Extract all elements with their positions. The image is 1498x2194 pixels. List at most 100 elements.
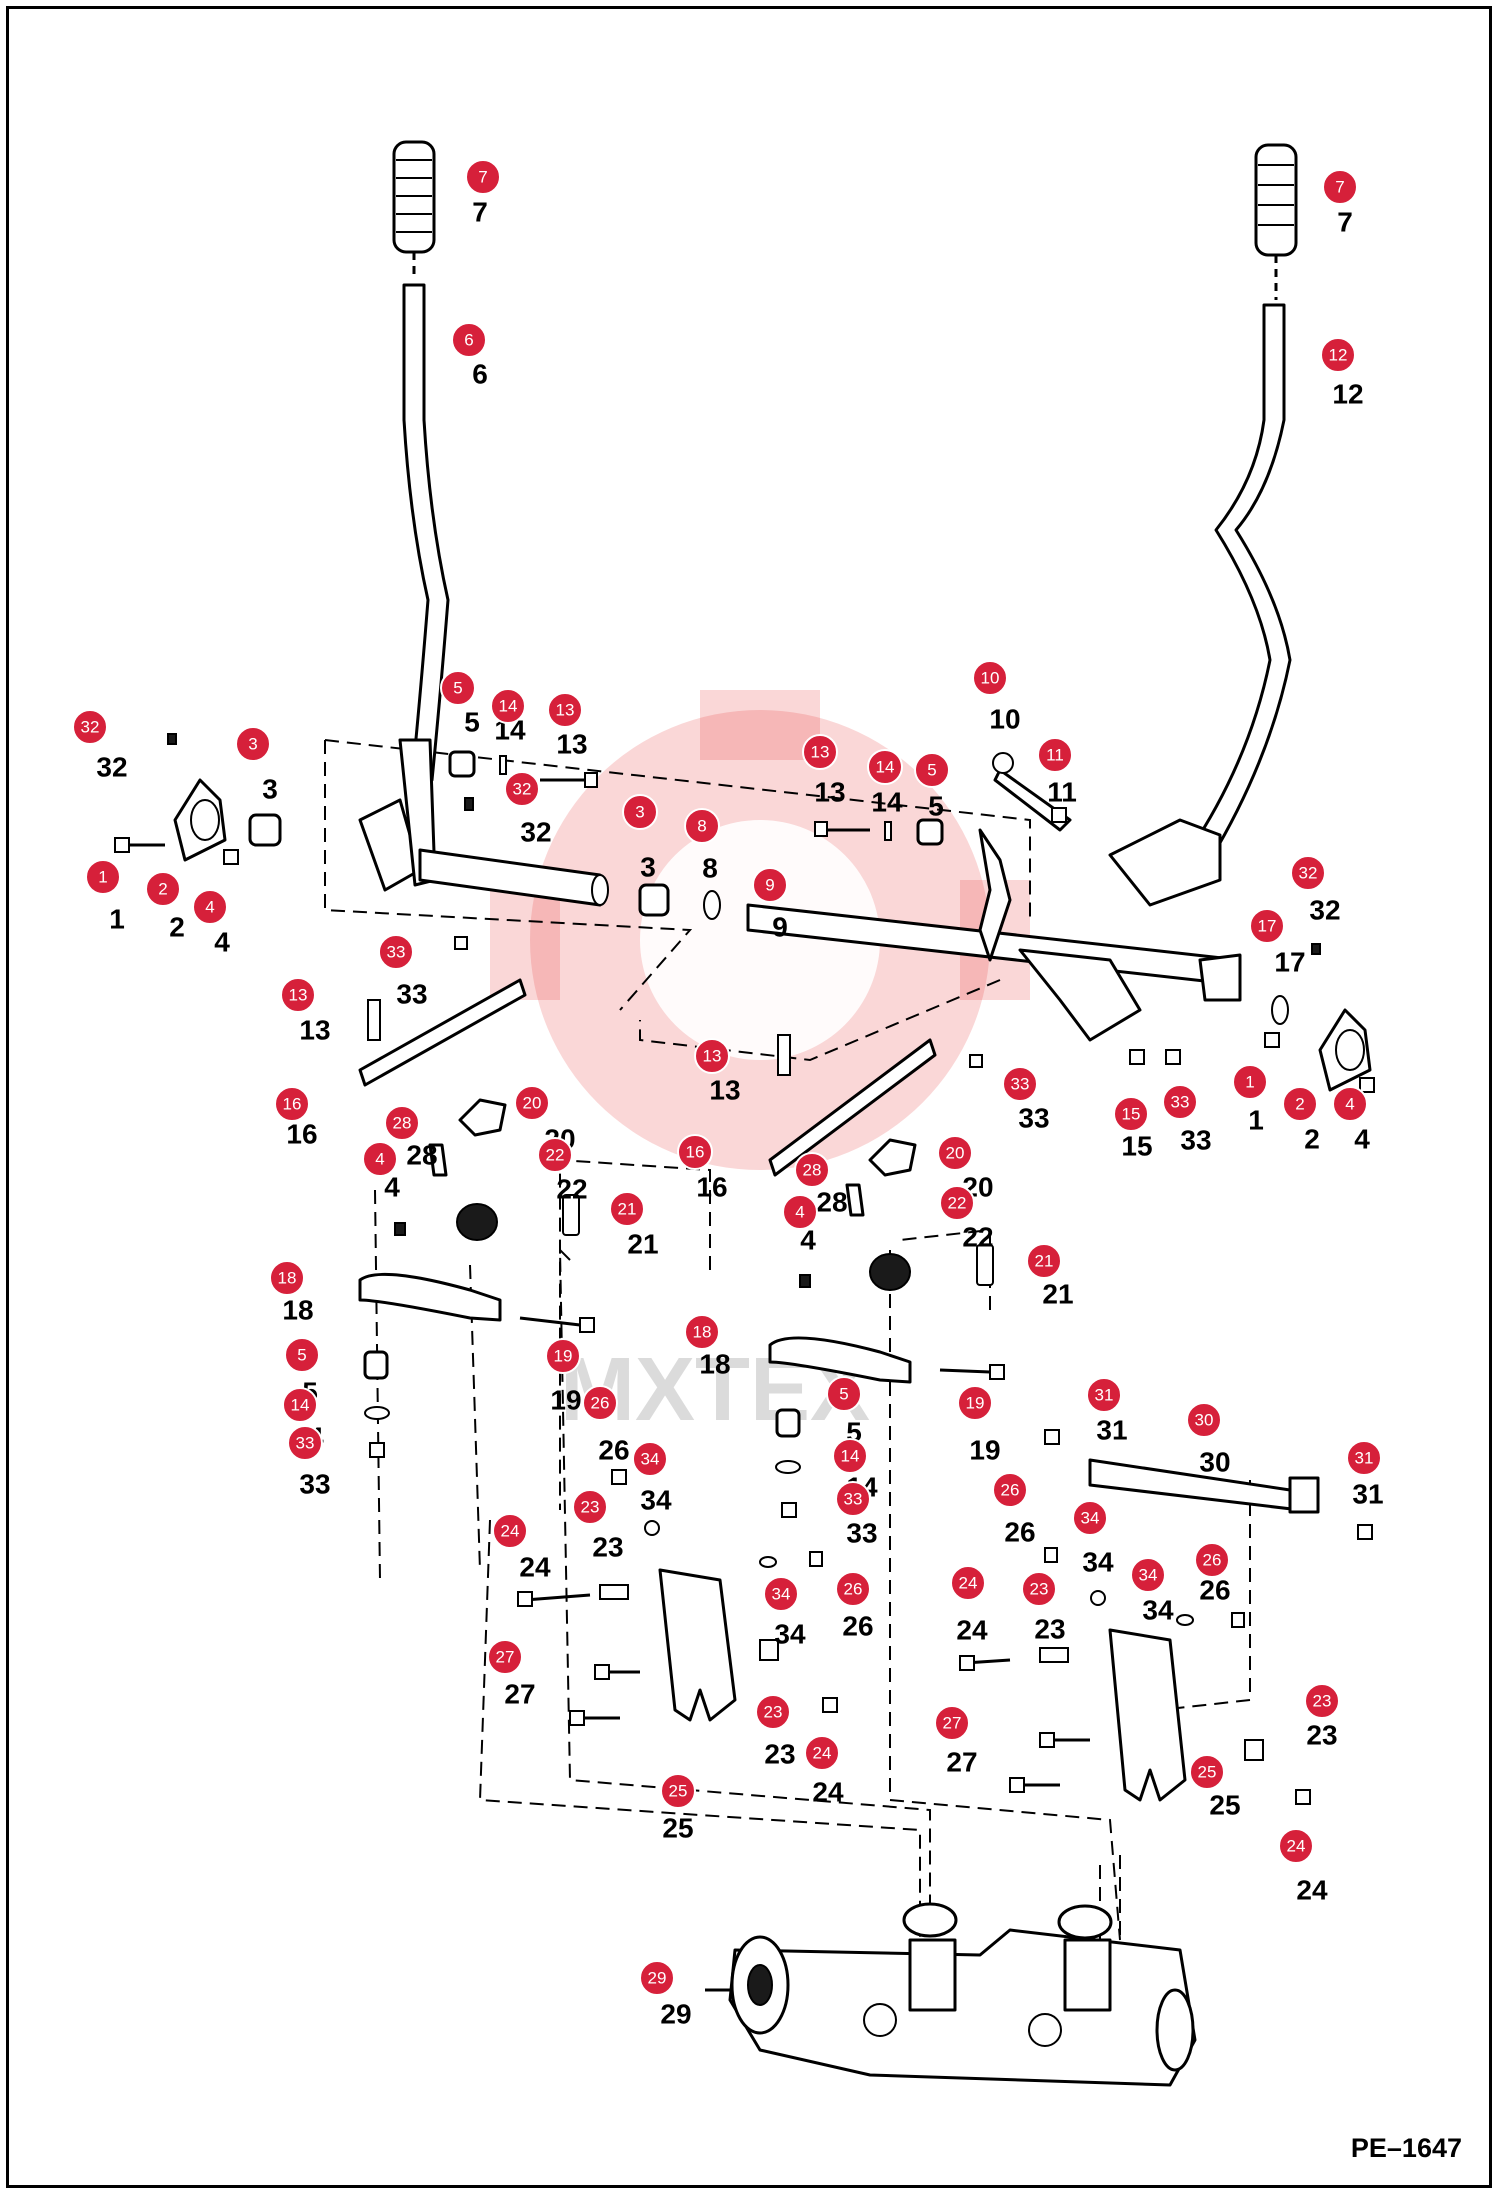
callout-label: 4 [1345, 1095, 1354, 1114]
callout-label: 22 [948, 1194, 967, 1213]
callout-label: 26 [844, 1580, 863, 1599]
part-number: 6 [472, 359, 488, 390]
callout-marker [755, 1694, 791, 1730]
callout-label: 8 [697, 817, 706, 836]
callout-marker [802, 734, 838, 770]
top-hardware [448, 750, 1067, 846]
callout-label: 33 [387, 943, 406, 962]
right-pump-arm [959, 1429, 1373, 1805]
part-number: 33 [396, 979, 427, 1010]
callout-marker [992, 1472, 1028, 1508]
callout-label: 14 [841, 1447, 860, 1466]
callout-marker [835, 1571, 871, 1607]
part-number: 15 [1121, 1131, 1152, 1162]
part-number: 33 [846, 1518, 877, 1549]
callout-marker [937, 1135, 973, 1171]
callout-label: 31 [1355, 1449, 1374, 1468]
callout-marker [1113, 1096, 1149, 1132]
callout-label: 21 [618, 1200, 637, 1219]
callout-label: 33 [1011, 1075, 1030, 1094]
callout-5: 55 [826, 1376, 862, 1448]
part-number: 8 [702, 853, 718, 884]
callout-marker [939, 1185, 975, 1221]
part-number: 31 [1096, 1415, 1127, 1446]
callout-marker [1320, 337, 1356, 373]
callout-label: 2 [1295, 1095, 1304, 1114]
callout-label: 15 [1122, 1105, 1141, 1124]
callout-label: 17 [1258, 917, 1277, 936]
callout-marker [1249, 908, 1285, 944]
callout-label: 2 [158, 880, 167, 899]
callout-marker [282, 1387, 318, 1423]
callout-marker [85, 859, 121, 895]
callout-label: 32 [513, 780, 532, 799]
callout-marker [934, 1705, 970, 1741]
callout-marker [451, 322, 487, 358]
callout-marker [609, 1191, 645, 1227]
callout-label: 14 [876, 758, 895, 777]
callout-label: 34 [1081, 1509, 1100, 1528]
part-number: 27 [504, 1679, 535, 1710]
part-number: 16 [696, 1172, 727, 1203]
callout-marker [972, 660, 1008, 696]
callout-14: 14 14 [867, 749, 903, 818]
callout-marker [572, 1489, 608, 1525]
part-number: 19 [969, 1435, 1000, 1466]
callout-label: 12 [1329, 346, 1348, 365]
callout-marker [1037, 737, 1073, 773]
part-number: 26 [1004, 1517, 1035, 1548]
callout-marker [465, 159, 501, 195]
callout-label: 32 [1299, 864, 1318, 883]
part-number: 33 [1018, 1103, 1049, 1134]
callout-label: 20 [523, 1094, 542, 1113]
callout-label: 3 [635, 803, 644, 822]
callout-marker [1232, 1064, 1268, 1100]
callout-marker [192, 889, 228, 925]
callout-marker [632, 1441, 668, 1477]
callout-label: 13 [811, 743, 830, 762]
callout-marker [1002, 1066, 1038, 1102]
part-number: 18 [699, 1349, 730, 1380]
callout-marker [1072, 1500, 1108, 1536]
callout-marker [752, 867, 788, 903]
callout-8: 88 [684, 808, 720, 884]
callout-marker [684, 1314, 720, 1350]
callout-marker [145, 871, 181, 907]
callout-marker [639, 1960, 675, 1996]
part-number: 29 [660, 1999, 691, 2030]
callout-6: 66 [451, 322, 488, 390]
callout-marker [492, 1513, 528, 1549]
callout-5: 55 [440, 670, 480, 738]
callout-marker [280, 977, 316, 1013]
part-number: 33 [299, 1469, 330, 1500]
part-number: 34 [640, 1485, 672, 1516]
part-number: 1 [1248, 1105, 1264, 1136]
callout-label: 16 [686, 1143, 705, 1162]
part-number: 26 [842, 1611, 873, 1642]
callout-label: 7 [478, 168, 487, 187]
callout-marker [287, 1425, 323, 1461]
part-number: 32 [1309, 895, 1340, 926]
callout-label: 24 [1287, 1837, 1306, 1856]
part-number: 14 [871, 787, 903, 818]
part-number: 23 [1034, 1614, 1065, 1645]
